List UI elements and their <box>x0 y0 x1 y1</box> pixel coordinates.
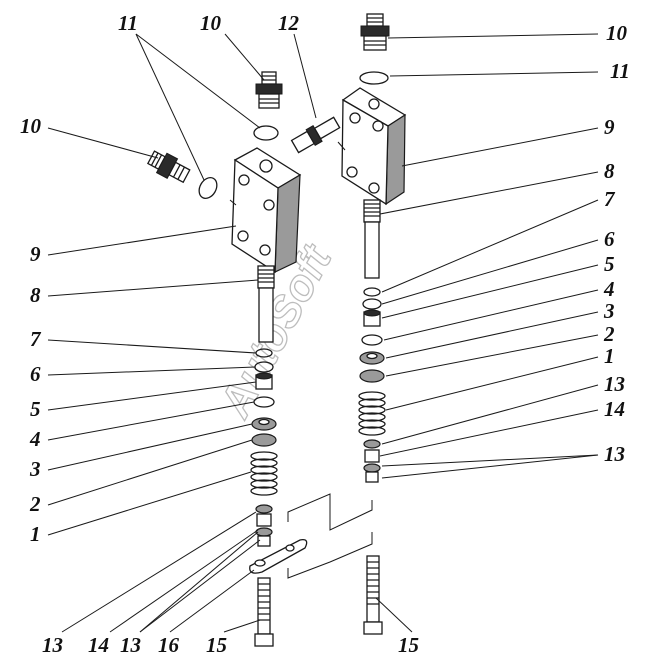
label-11-top-left: 11 <box>118 11 138 35</box>
right-valve-body <box>341 87 407 206</box>
left-bolt <box>254 577 274 647</box>
left-valve-body <box>231 147 302 274</box>
left-parts-13-14 <box>255 504 273 547</box>
label-3-right: 3 <box>603 299 615 323</box>
left-side-washer <box>198 177 218 199</box>
left-assembly <box>146 71 341 647</box>
right-spring <box>358 391 386 436</box>
label-1-left: 1 <box>30 522 41 546</box>
right-part-7 <box>363 287 381 297</box>
label-5-right: 5 <box>604 252 615 276</box>
label-3-left: 3 <box>29 457 41 481</box>
label-9-right: 9 <box>604 115 615 139</box>
left-spring <box>250 451 278 496</box>
label-4-right: 4 <box>603 277 615 301</box>
right-part-5 <box>363 309 381 327</box>
right-stem <box>363 199 381 279</box>
left-part-3 <box>251 417 277 431</box>
label-5-left: 5 <box>30 397 41 421</box>
label-2-left: 2 <box>29 492 41 516</box>
label-8-right: 8 <box>604 159 615 183</box>
left-side-fitting <box>146 150 191 184</box>
right-part-2 <box>359 369 385 383</box>
label-14-bottom: 14 <box>88 633 109 657</box>
left-top-fitting <box>255 71 283 109</box>
label-10-top-left: 10 <box>200 11 222 35</box>
right-parts-13-14 <box>363 439 381 483</box>
label-13-right-a: 13 <box>604 372 625 396</box>
label-2-right: 2 <box>603 322 615 346</box>
label-9-left: 9 <box>30 242 41 266</box>
label-7-left: 7 <box>30 327 42 351</box>
label-7-right: 7 <box>604 187 616 211</box>
callout-labels: 11 10 12 10 9 8 7 6 5 4 3 2 1 13 14 13 1… <box>20 11 630 657</box>
label-4-left: 4 <box>29 427 41 451</box>
label-1-right: 1 <box>604 344 615 368</box>
label-12: 12 <box>278 11 300 35</box>
label-13-bottom-a: 13 <box>42 633 63 657</box>
label-10-right: 10 <box>606 21 628 45</box>
label-15-bottom-left: 15 <box>206 633 227 657</box>
label-8-left: 8 <box>30 283 41 307</box>
right-part-3 <box>359 351 385 365</box>
label-13-right-b: 13 <box>604 442 625 466</box>
label-16-bottom: 16 <box>158 633 180 657</box>
left-part-5 <box>255 372 273 390</box>
label-6-left: 6 <box>30 362 41 386</box>
label-14-right: 14 <box>604 397 625 421</box>
right-assembly <box>341 13 407 635</box>
right-bolt <box>363 555 383 635</box>
label-15-bottom-right: 15 <box>398 633 419 657</box>
label-10-left: 10 <box>20 114 42 138</box>
right-top-washer <box>359 71 389 85</box>
leader-lines <box>47 33 599 633</box>
left-part-2 <box>251 433 277 447</box>
label-13-bottom-b: 13 <box>120 633 141 657</box>
right-top-fitting <box>360 13 390 51</box>
right-part-4 <box>361 334 383 346</box>
left-plate <box>249 539 308 574</box>
label-6-right: 6 <box>604 227 615 251</box>
plug-12 <box>290 116 341 154</box>
right-part-6 <box>362 298 382 310</box>
left-top-washer <box>253 125 279 141</box>
left-stem <box>257 265 275 343</box>
label-11-right: 11 <box>610 59 630 83</box>
relation-lines <box>229 141 373 579</box>
